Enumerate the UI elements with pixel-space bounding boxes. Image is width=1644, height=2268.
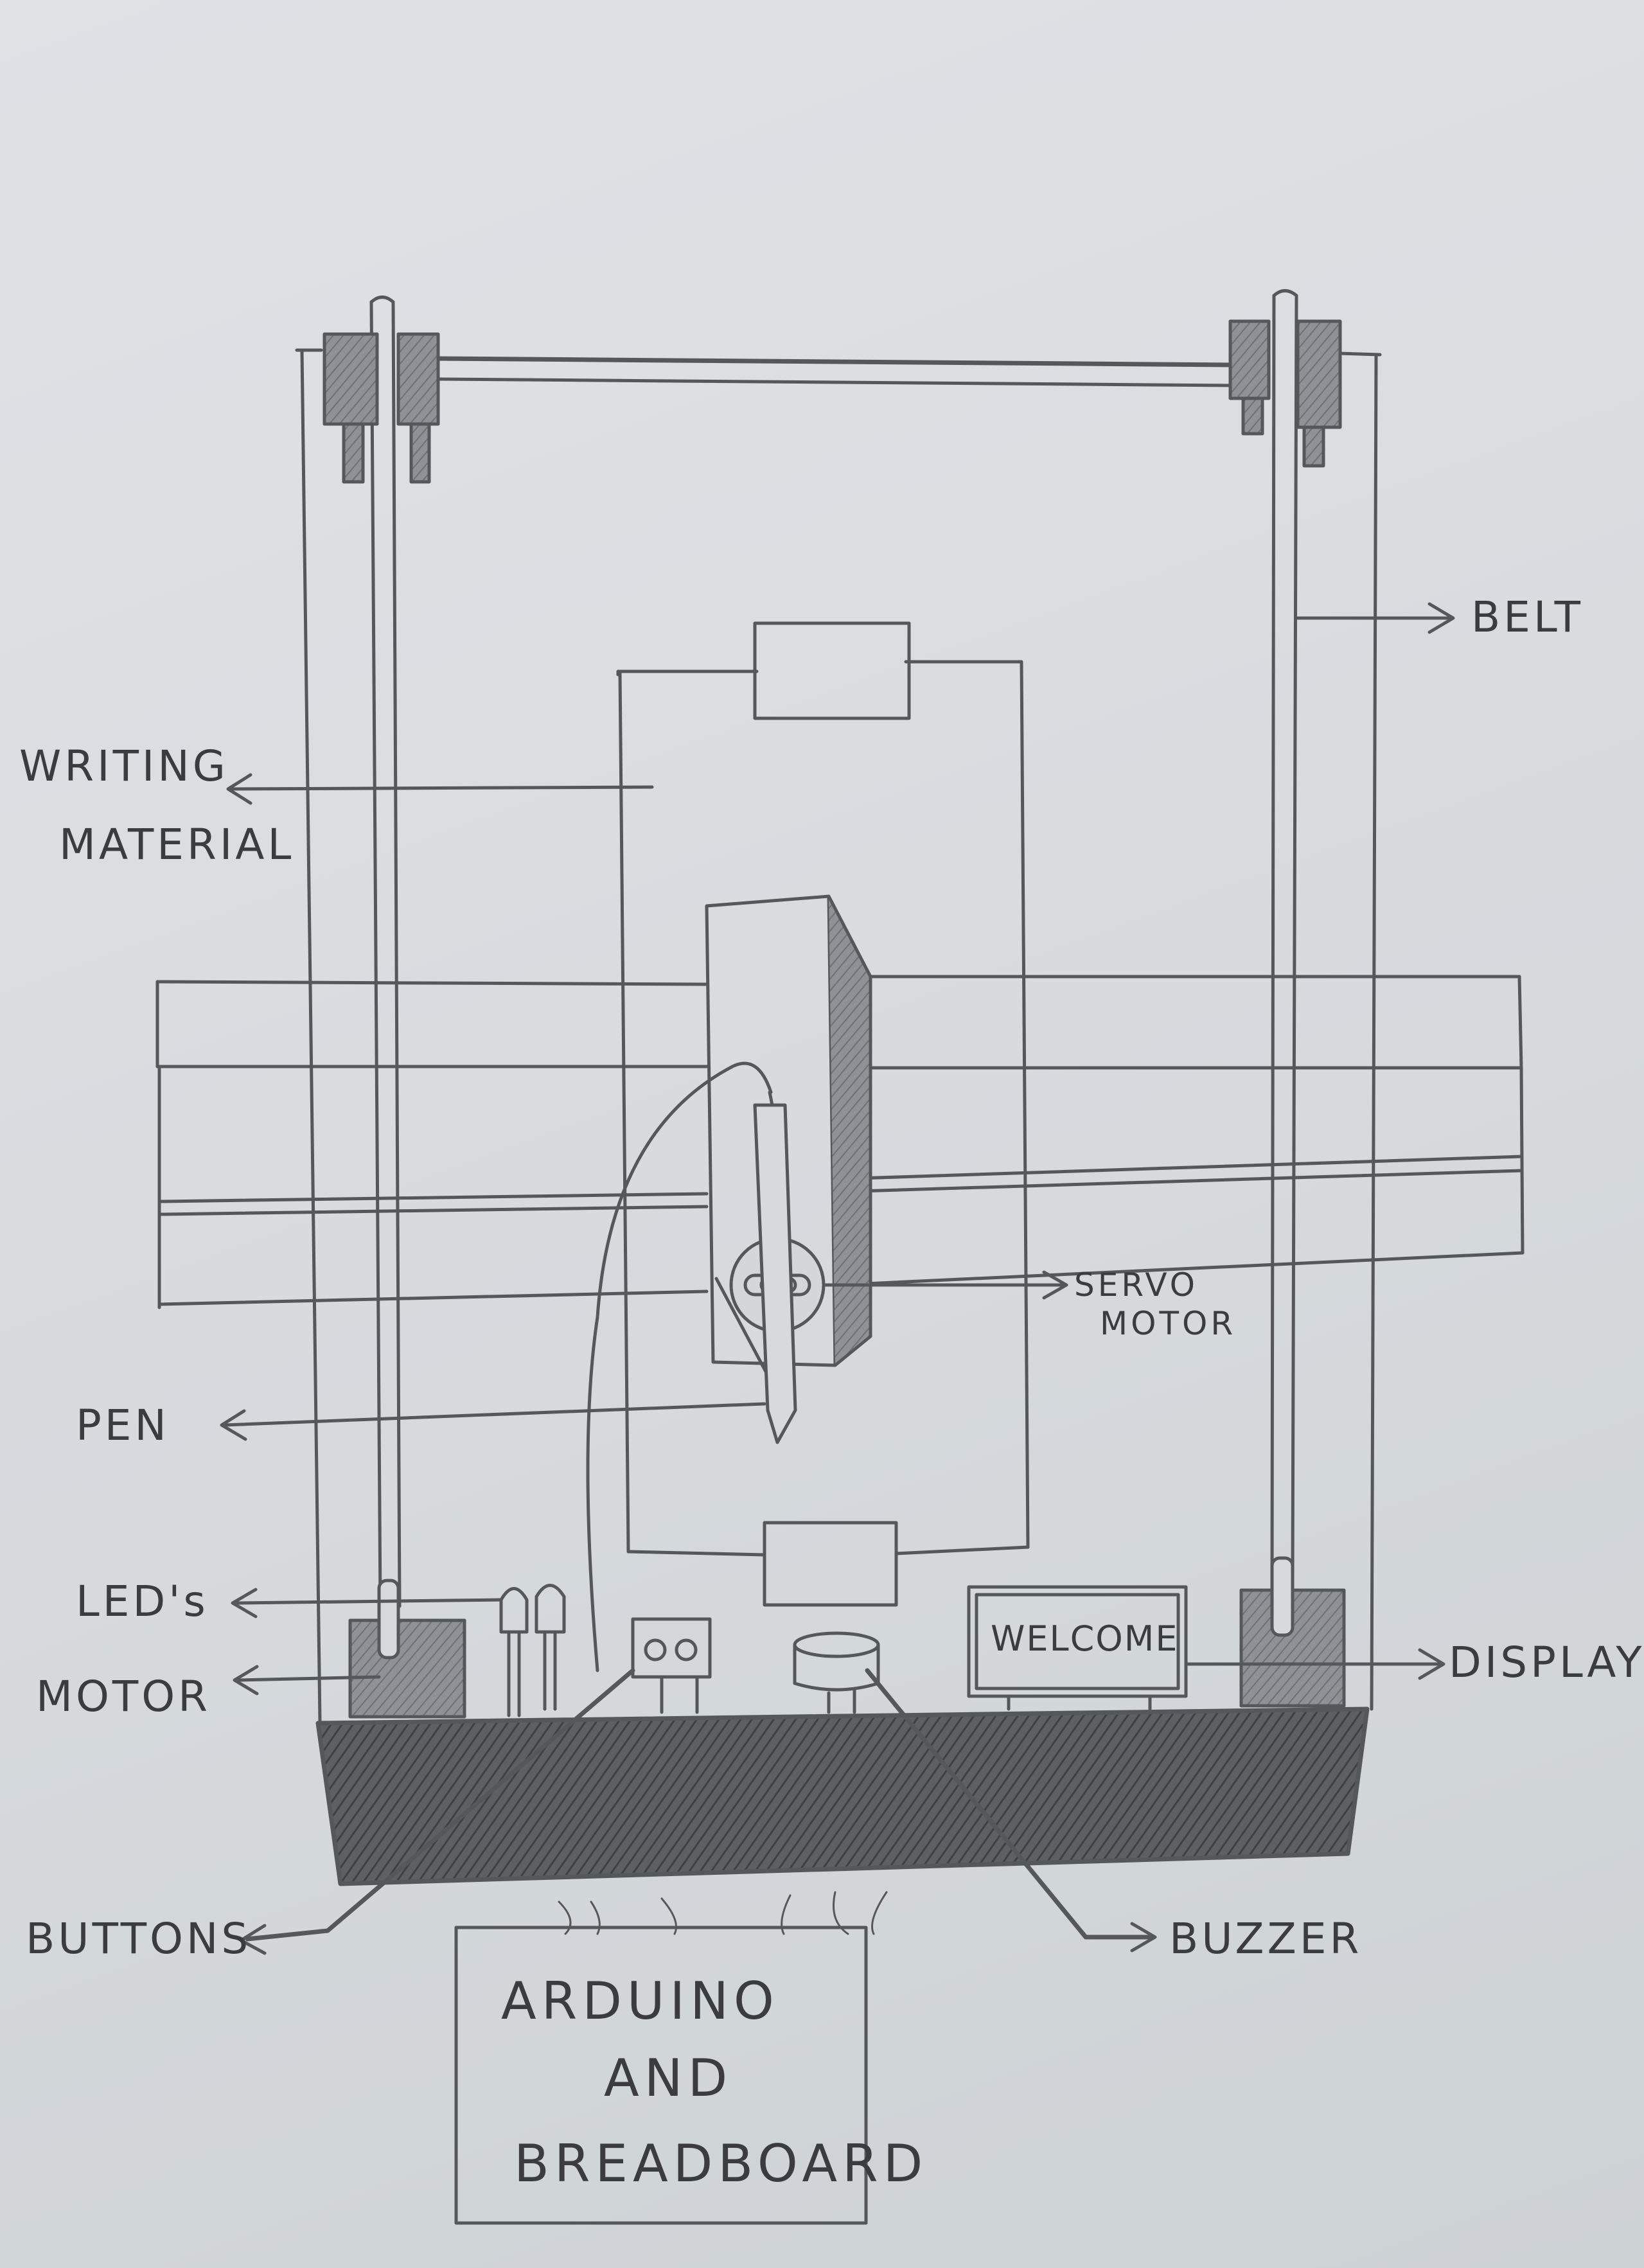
label-belt: BELT xyxy=(1471,596,1584,639)
writing-material xyxy=(618,623,1028,1605)
lcd-welcome-text: WELCOME xyxy=(991,1622,1179,1656)
right-belt-rod xyxy=(1272,291,1296,1581)
leader-writing-material xyxy=(228,775,652,803)
top-right-pulley xyxy=(1230,321,1340,466)
top-rail xyxy=(437,359,1237,385)
leds xyxy=(501,1586,564,1716)
right-motor xyxy=(1241,1558,1344,1706)
label-writing-material-line2: MATERIAL xyxy=(59,824,294,866)
base-platform xyxy=(318,1709,1367,1884)
label-and: AND xyxy=(604,2053,732,2104)
label-breadboard: BREADBOARD xyxy=(514,2138,928,2190)
label-display: DISPLAY xyxy=(1449,1642,1644,1684)
leader-pen xyxy=(222,1404,765,1439)
label-motor: MOTOR xyxy=(36,1676,211,1718)
label-leds: LED's xyxy=(76,1581,209,1623)
label-servo-motor-line2: MOTOR xyxy=(1100,1307,1236,1340)
label-buzzer: BUZZER xyxy=(1169,1918,1362,1960)
left-belt-rod xyxy=(371,297,400,1607)
label-buttons: BUTTONS xyxy=(26,1918,251,1960)
label-pen: PEN xyxy=(76,1404,170,1447)
buttons xyxy=(633,1619,710,1712)
top-left-pulley xyxy=(324,334,438,482)
leader-leds xyxy=(233,1590,501,1617)
label-servo-motor-line1: SERVO xyxy=(1074,1269,1198,1301)
label-arduino: ARDUINO xyxy=(501,1976,779,2027)
buzzer xyxy=(795,1633,878,1712)
label-writing-material-line1: WRITING xyxy=(19,745,229,788)
